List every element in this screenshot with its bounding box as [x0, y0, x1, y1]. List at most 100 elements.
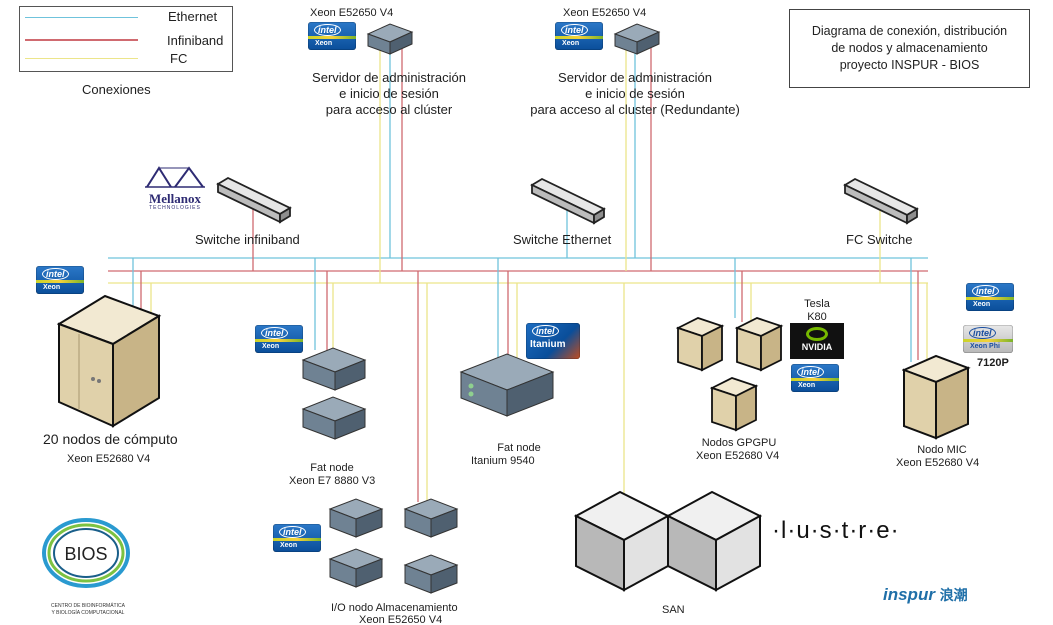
title-line-1: Diagrama de conexión, distribución	[811, 24, 1008, 38]
mellanox-logo: Mellanox TECHNOLOGIES	[143, 166, 207, 211]
xeon-label: Xeon	[43, 284, 61, 291]
xeon-label: Xeon	[315, 40, 333, 47]
rack-server-icon	[366, 23, 414, 55]
nvidia-eye-icon	[806, 327, 828, 341]
mic-title: Nodo MIC	[917, 444, 967, 456]
intel-logo-text: intel	[314, 24, 341, 36]
infiniband-switch-icon	[216, 176, 292, 224]
fc-switch-icon	[843, 177, 919, 225]
lustre-logo: ·l·u·s·t·r·e·	[772, 517, 900, 544]
nvidia-logo: NVIDIA	[790, 323, 844, 359]
rack-server-icon	[613, 23, 661, 55]
bios-subtitle-line-2: Y BIOLOGÍA COMPUTACIONAL	[51, 610, 125, 616]
xeon-label: Xeon	[798, 382, 816, 389]
tower-cluster-icon	[57, 294, 162, 428]
nvidia-text: NVIDIA	[801, 342, 833, 352]
admin-server-1-line-2: e inicio de sesión	[339, 86, 439, 101]
io-cpu: Xeon E52650 V4	[359, 614, 443, 625]
admin-server-1-line-3: para acceso al clúster	[325, 102, 453, 117]
gpu-model-line-1: Tesla	[804, 298, 830, 310]
admin-server-1-line-1: Servidor de administración	[312, 70, 466, 85]
inspur-text: inspur	[883, 585, 935, 604]
xeon-label: Xeon	[562, 40, 580, 47]
xeon-label: Xeon	[973, 301, 991, 308]
diagram-title-box: Diagrama de conexión, distribución de no…	[789, 9, 1030, 88]
admin-server-2-cpu: Xeon E52650 V4	[563, 7, 647, 19]
compute-nodes-cpu: Xeon E52680 V4	[67, 453, 151, 465]
legend-label-infiniband: Infiniband	[167, 33, 224, 48]
gpgpu-cpu: Xeon E52680 V4	[696, 450, 780, 462]
inspur-logo: inspur 浪潮	[883, 585, 968, 605]
xeon-phi-label: Xeon Phi	[970, 343, 1000, 350]
itanium-label: Itanium	[530, 339, 566, 350]
mellanox-bridge-icon	[145, 166, 205, 188]
intel-logo-text: intel	[561, 24, 588, 36]
inspur-chinese-text: 浪潮	[939, 587, 968, 603]
intel-logo-text: intel	[972, 285, 999, 297]
gpgpu-tower-icon	[710, 377, 759, 432]
fat-itanium-cpu: Itanium 9540	[471, 455, 535, 467]
legend-line-fc	[25, 58, 138, 59]
mellanox-text: Mellanox	[149, 191, 201, 206]
admin-server-2-line-3: para acceso al cluster (Redundante)	[530, 102, 740, 117]
intel-logo-text: intel	[532, 325, 559, 337]
title-line-3: proyecto INSPUR - BIOS	[839, 58, 980, 72]
intel-logo-text: intel	[797, 366, 824, 378]
bios-text: BIOS	[64, 544, 107, 564]
bios-logo: BIOS	[42, 518, 130, 588]
san-label: SAN	[662, 604, 685, 616]
title-line-2: de nodos y almacenamiento	[831, 41, 988, 55]
bios-subtitle: CENTRO DE BIOINFORMÁTICA Y BIOLOGÍA COMP…	[38, 603, 138, 617]
admin-server-1-cpu: Xeon E52650 V4	[310, 7, 394, 19]
fat-node-itanium-server-icon	[459, 353, 555, 417]
fat-xeon-title: Fat node	[310, 462, 354, 474]
io-server-icon	[403, 498, 459, 538]
intel-logo-text: intel	[42, 268, 69, 280]
fat-node-server-icon	[301, 396, 367, 440]
fat-itanium-title: Fat node	[497, 442, 541, 454]
intel-logo-text: intel	[261, 327, 288, 339]
san-storage-icon	[573, 490, 763, 592]
legend-title: Conexiones	[82, 82, 151, 97]
legend-label-ethernet: Ethernet	[168, 9, 218, 24]
mic-coprocessor-model: 7120P	[977, 357, 1009, 369]
compute-nodes-title: 20 nodos de cómputo	[43, 431, 178, 447]
admin-server-2-label: Servidor de administración e inicio de s…	[520, 70, 750, 118]
io-server-icon	[328, 498, 384, 538]
legend-box: Ethernet Infiniband FC	[19, 6, 233, 72]
fat-node-server-icon	[301, 347, 367, 391]
gpgpu-tower-icon	[735, 317, 784, 372]
admin-server-2-line-1: Servidor de administración	[558, 70, 712, 85]
legend-line-ethernet	[25, 17, 138, 18]
gpgpu-title: Nodos GPGPU	[701, 437, 777, 449]
io-server-icon	[403, 554, 459, 594]
fat-xeon-cpu: Xeon E7 8880 V3	[289, 475, 376, 487]
intel-logo-text: intel	[279, 526, 306, 538]
mic-cpu: Xeon E52680 V4	[896, 457, 980, 469]
gpu-model-line-2: K80	[807, 311, 827, 323]
bios-subtitle-line-1: CENTRO DE BIOINFORMÁTICA	[51, 603, 125, 609]
fc-switch-label: FC Switche	[846, 232, 913, 247]
mellanox-subtext: TECHNOLOGIES	[149, 205, 201, 211]
infiniband-switch-label: Switche infiniband	[195, 232, 300, 247]
admin-server-1-label: Servidor de administración e inicio de s…	[304, 70, 474, 118]
admin-server-2-line-2: e inicio de sesión	[585, 86, 685, 101]
io-server-icon	[328, 548, 384, 588]
intel-logo-text: intel	[969, 327, 996, 339]
legend-label-fc: FC	[170, 51, 188, 66]
xeon-label: Xeon	[280, 542, 298, 549]
xeon-label: Xeon	[262, 343, 280, 350]
mic-tower-icon	[902, 354, 971, 440]
ethernet-switch-icon	[530, 177, 606, 225]
legend-line-infiniband	[25, 39, 138, 41]
